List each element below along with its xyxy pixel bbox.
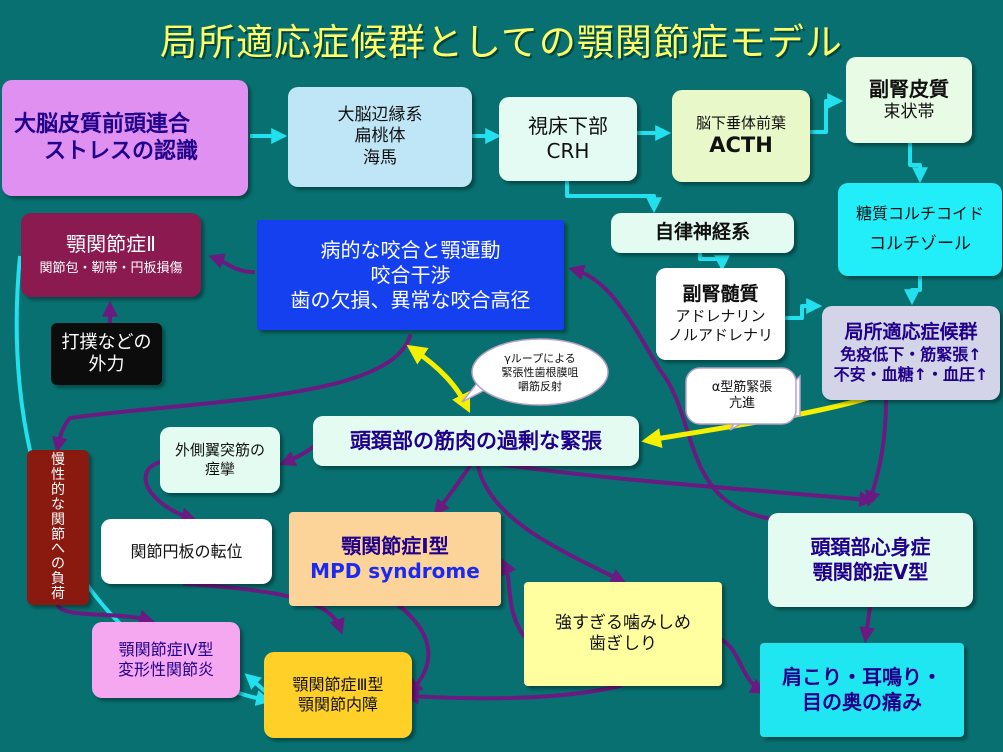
- arrow-occlusion-chronic: [51, 334, 412, 454]
- psychosomatic-box: 頭頚部心身症 顎関節症Ⅴ型: [768, 513, 973, 607]
- tmd4-box: 顎関節症Ⅳ型 変形性関節炎: [92, 622, 240, 698]
- arrow-clenching-symptoms: [720, 638, 767, 694]
- occlusion-box: 病的な咬合と顎運動 咬合干渉 歯の欠損、異常な咬合高径: [257, 220, 564, 330]
- arrow-neck-tmd1: [433, 464, 472, 516]
- limbic-box: 大脳辺縁系 扁桃体 海馬: [288, 87, 472, 187]
- las-box: 局所適応症候群 免疫低下・筋緊張↑ 不安・血糖↑・血圧↑: [822, 306, 1000, 400]
- thalamus-box: 視床下部 CRH: [499, 97, 637, 181]
- arrow-glucocorticoid-las: [904, 276, 922, 306]
- arrow-clenching-tmd1: [501, 558, 526, 638]
- autonomic-box: 自律神経系: [611, 213, 794, 253]
- pituitary-box: 脳下垂体前葉 ACTH: [672, 90, 810, 182]
- arrow-occlusion-tmd2: [208, 253, 255, 274]
- arrow-tmd1-tmd3: [396, 603, 431, 696]
- symptoms-box: 肩こり・耳鳴り・ 目の奥の痛み: [760, 643, 964, 737]
- arrow-medulla-las: [785, 298, 823, 320]
- gamma-loop-bubble: [461, 338, 609, 406]
- trauma-box: 打撲などの 外力: [51, 323, 162, 385]
- lateral-pterygoid-box: 外側翼突筋の 痙攣: [160, 427, 280, 493]
- page-title: 局所適応症候群としての顎関節症モデル: [160, 21, 843, 64]
- tmd2-box: 顎関節症Ⅱ 関節包・靭帯・円板損傷: [21, 213, 201, 297]
- arrow-neck-psychosomatic: [483, 460, 876, 508]
- arrow-thalamus-autonomic: [565, 181, 662, 214]
- arrow-occlusion-neck: [406, 344, 471, 414]
- arrow-adrenal-glucocorticoid: [908, 143, 928, 184]
- tmd1-box: 顎関節症Ⅰ型 MPD syndrome: [289, 512, 501, 606]
- cortex-box: 大脳皮質前頭連合 ストレスの認識: [2, 80, 248, 196]
- arrow-las-psychosomatic: [865, 398, 888, 507]
- adrenal-cortex-box: 副腎皮質 束状帯: [846, 57, 972, 143]
- arrow-psychosomatic-occlusion: [568, 264, 782, 522]
- clenching-box: 強すぎる噛みしめ 歯ぎしり: [524, 582, 722, 686]
- arrow-autonomic-medulla: [698, 253, 730, 272]
- arrow-psychosomatic-symptoms: [859, 605, 876, 644]
- tmd3-box: 顎関節症Ⅲ型 顎関節内障: [264, 652, 412, 738]
- arrow-chronic-tmd4: [56, 603, 155, 626]
- arrow-clenching-tmd3: [402, 684, 622, 705]
- alpha-tension-text: α型筋緊張 亢進: [711, 379, 773, 411]
- chronic-load-box: 慢 性 的 な 関 節 へ の 負 荷: [27, 450, 89, 605]
- neck-tension-box: 頭頚部の筋肉の過剰な緊張: [313, 416, 639, 466]
- arrow-neck-clenching: [476, 464, 627, 584]
- glucocorticoid-box: 糖質コルチコイド コルチゾール: [838, 183, 1002, 276]
- gamma-loop-text: γループによる 緊張性歯根膜咀 嚼筋反射: [501, 351, 579, 394]
- adrenal-medulla-box: 副腎髄質 アドレナリン ノルアドレナリ: [656, 268, 785, 360]
- disc-displacement-box: 関節円板の転位: [101, 519, 272, 584]
- alpha-tension-bubble: [685, 367, 801, 431]
- arrow-lateral-disc: [143, 460, 197, 523]
- arrow-pituitary-adrenal: [810, 93, 844, 134]
